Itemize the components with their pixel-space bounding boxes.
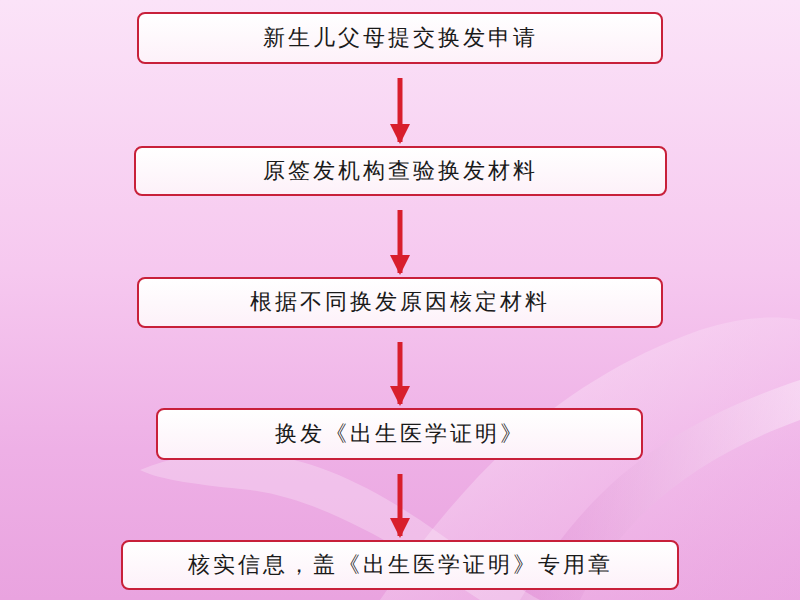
process-box: 原签发机构查验换发材料 bbox=[134, 146, 667, 196]
flow-arrow bbox=[398, 342, 403, 404]
process-box: 根据不同换发原因核定材料 bbox=[137, 277, 663, 328]
process-box: 核实信息，盖《出生医学证明》专用章 bbox=[121, 540, 679, 590]
step-text: 原签发机构查验换发材料 bbox=[263, 158, 538, 184]
flow-arrow bbox=[398, 474, 403, 536]
step-text: 根据不同换发原因核定材料 bbox=[250, 289, 550, 315]
process-box: 新生儿父母提交换发申请 bbox=[137, 12, 663, 64]
flow-arrow bbox=[398, 210, 403, 273]
process-box: 换发《出生医学证明》 bbox=[156, 408, 643, 460]
step-text: 新生儿父母提交换发申请 bbox=[263, 25, 538, 51]
step-text: 换发《出生医学证明》 bbox=[275, 421, 525, 447]
flow-arrow bbox=[398, 78, 403, 142]
step-text: 核实信息，盖《出生医学证明》专用章 bbox=[188, 552, 613, 578]
